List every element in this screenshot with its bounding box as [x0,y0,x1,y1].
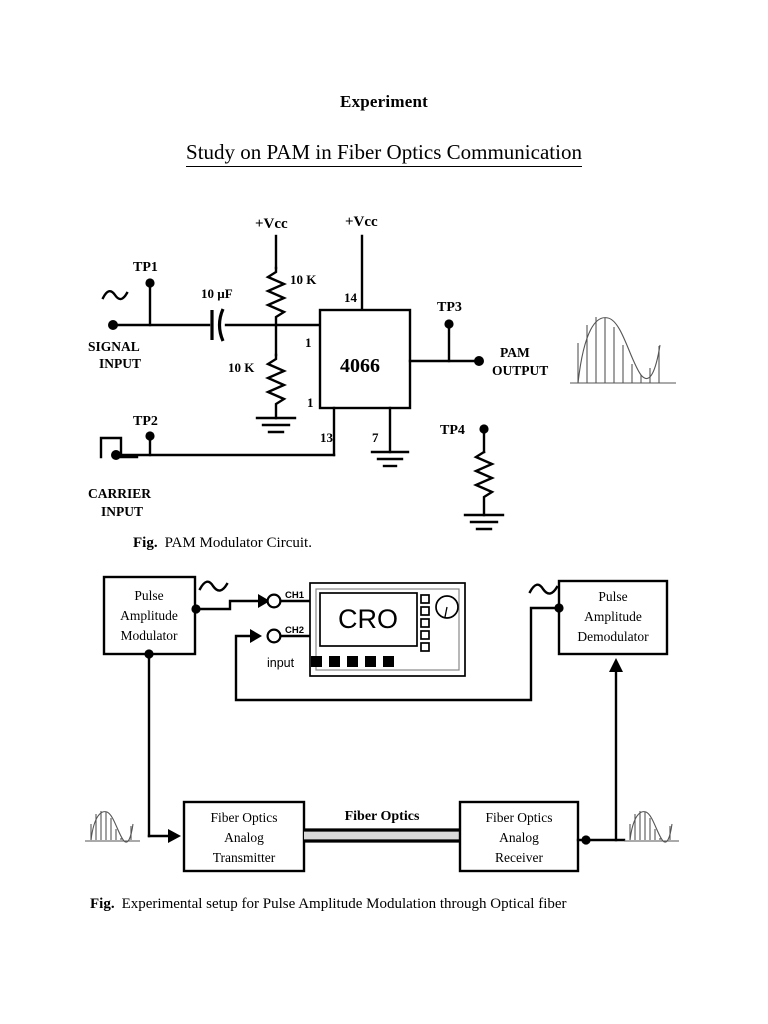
capacitor-label: 10 µF [201,286,233,301]
cro-side-button-2[interactable] [420,606,430,616]
cro-bottom-button-3[interactable] [347,656,358,667]
cro-bottom-button-1[interactable] [311,656,322,667]
modulator-to-ch1-wire [194,599,264,611]
signal-input-label-line1: SIGNAL [88,339,140,354]
cro-screen-label: CRO [338,604,398,634]
demodulator-sine-icon [528,583,559,595]
transmitter-label-line3: Transmitter [213,850,276,865]
transmitter-label-line1: Fiber Optics [210,810,277,825]
resistor-pulldown [265,353,287,420]
cro-side-button-3[interactable] [420,618,430,628]
modulator-label-line3: Modulator [121,628,178,643]
square-wave-icon [99,436,139,459]
resistor-pullup [265,266,287,327]
figure1-caption-label: Fig. [133,535,158,551]
cro-bezel [315,588,460,671]
ic-4066-body[interactable] [318,308,412,410]
transmitter-box[interactable] [182,800,306,873]
study-title-text: Study on PAM in Fiber Optics Communicati… [186,140,582,167]
transmitter-arrowhead [168,829,181,843]
pam-waveform-icon-left [85,811,140,843]
fiber-optics-label: Fiber Optics [345,809,420,824]
vcc-label-left: +Vcc [255,216,288,232]
transmitter-label-line2: Analog [224,830,264,845]
demodulator-label-line2: Amplitude [584,609,642,624]
figure1-caption: Fig. PAM Modulator Circuit. [133,535,312,552]
pin-7-label: 7 [372,430,379,445]
ch2-arrowhead [250,629,262,643]
receiver-label-line2: Analog [499,830,539,845]
pin-14-label: 14 [344,290,358,305]
cro-knob-pointer [444,606,448,618]
sine-wave-icon [101,290,129,301]
figure2-caption-label: Fig. [90,896,115,912]
receiver-label-line1: Fiber Optics [485,810,552,825]
cro-bottom-button-2[interactable] [329,656,340,667]
ic-4066-label: 4066 [340,355,380,377]
receiver-label-line3: Receiver [495,850,543,865]
cro-side-button-1[interactable] [420,594,430,604]
cro-bottom-button-5[interactable] [383,656,394,667]
cro-input-label: input [267,656,295,670]
modulator-sine-icon [198,580,229,592]
cro-bottom-button-4[interactable] [365,656,376,667]
ch1-connector[interactable] [266,593,282,609]
carrier-input-label-line2: INPUT [101,504,143,519]
cro-side-button-4[interactable] [420,630,430,640]
pam-output-label-line2: OUTPUT [492,363,548,378]
resistor-pulldown-label: 10 K [228,360,255,375]
test-point-tp3-label: TP3 [437,300,462,315]
pin-1-label: 1 [305,335,312,350]
pam-output-label-line1: PAM [500,345,530,360]
fiber-cable-core [304,830,460,840]
capacitor-plate-curved [217,308,225,342]
demodulator-arrowhead [609,658,623,672]
pin-13-label: 13 [320,430,334,445]
demodulator-box[interactable] [557,579,669,656]
signal-input-label-line2: INPUT [99,356,141,371]
test-point-tp1-label: TP1 [133,260,158,275]
test-point-tp2-node[interactable] [145,431,155,441]
pam-envelope [577,317,661,384]
figure2-caption-text: Experimental setup for Pulse Amplitude M… [121,896,567,912]
pam-waveform-icon-right [624,811,679,843]
page-title: Experiment [340,92,428,111]
cro-side-button-5[interactable] [420,642,430,652]
carrier-input-label-line1: CARRIER [88,486,151,501]
ch1-label: CH1 [285,590,305,601]
modulator-label-line2: Amplitude [120,608,178,623]
test-point-tp1-node[interactable] [145,278,155,288]
study-title: Study on PAM in Fiber Optics Communicati… [0,140,768,167]
cro-screen [319,592,418,647]
test-point-tp3-node[interactable] [444,319,454,329]
demodulator-to-ch2-bus [234,606,561,702]
pam-output-terminal[interactable] [474,356,484,366]
receiver-box[interactable] [458,800,580,873]
pin-1b-label: 1 [307,395,314,410]
vcc-label-right: +Vcc [345,214,378,230]
modulator-box[interactable] [102,575,197,656]
test-point-tp4-node[interactable] [479,424,489,434]
ch1-arrowhead [258,594,270,608]
test-point-tp2-label: TP2 [133,414,158,429]
figure2-caption: Fig. Experimental setup for Pulse Amplitu… [90,896,567,913]
ch2-label: CH2 [285,625,304,636]
ch2-connector[interactable] [266,628,282,644]
resistor-load [473,450,495,517]
demodulator-label-line1: Pulse [598,589,627,604]
figure1-caption-text: PAM Modulator Circuit. [164,535,312,551]
demodulator-label-line3: Demodulator [577,629,649,644]
pam-waveform-illustration [570,317,676,384]
modulator-label-line1: Pulse [134,588,163,603]
test-point-tp4-label: TP4 [440,423,465,438]
resistor-pullup-label: 10 K [290,272,317,287]
